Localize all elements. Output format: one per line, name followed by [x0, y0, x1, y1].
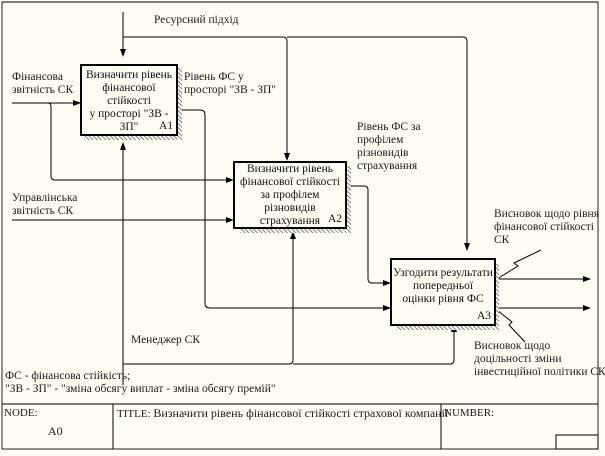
- note-line: "ЗВ - ЗП" - "зміна обсягу виплат - зміна…: [5, 383, 276, 395]
- a1-line: фінансової стійкості: [102, 82, 156, 107]
- note-line: ФС - фінансова стійкість;: [5, 370, 131, 382]
- a2-line: за профілем різновидів: [260, 189, 320, 214]
- notes: ФС - фінансова стійкість; "ЗВ - ЗП" - "з…: [5, 370, 276, 396]
- a1-line: Визначити рівень: [86, 69, 172, 81]
- output2-label: Висновок щодо доцільності зміни інвестиц…: [474, 340, 605, 379]
- a3-shadow-side: [494, 264, 499, 330]
- output2-line: доцільності зміни: [474, 353, 562, 365]
- a2-output-label: Рівень ФС за профілем різновидів страхув…: [357, 121, 421, 173]
- node-label: NODE:: [4, 407, 38, 419]
- a2-shadow: [240, 228, 351, 233]
- a3-id: A3: [476, 310, 491, 322]
- activity-a3[interactable]: Узгодити результати попередньої оцінки р…: [390, 258, 496, 326]
- a3-line: Узгодити результати: [393, 267, 493, 279]
- output1-line: фінансової стійкості: [494, 221, 594, 233]
- input2-line: Управлінська: [12, 192, 78, 204]
- output1-line: СК: [494, 234, 510, 246]
- node-value: A0: [48, 424, 63, 438]
- a1-id: A1: [158, 120, 173, 132]
- mechanism-line: [123, 231, 296, 365]
- output1-squiggle: [496, 249, 542, 280]
- input1-line: звітність СК: [12, 84, 74, 96]
- output1-label: Висновок щодо рівня фінансової стійкості…: [494, 208, 599, 247]
- input1-label: Фінансова звітність СК: [12, 71, 73, 97]
- title-label: TITLE:: [117, 408, 151, 420]
- a2-out-line: різновидів: [357, 147, 409, 159]
- a2-line: фінансової стійкості: [240, 176, 340, 188]
- input1-branch: [47, 102, 234, 183]
- mechanism-label: Менеджер СК: [131, 334, 200, 346]
- a1-shadow: [84, 135, 181, 140]
- title-value: Визначити рівень фінансової стійкості ст…: [153, 406, 449, 420]
- a2-out-line: профілем: [357, 134, 404, 146]
- a3-line: попередньої: [412, 280, 474, 292]
- a2-out-line: Рівень ФС за: [357, 121, 421, 133]
- output2-line: Висновок щодо: [474, 340, 551, 352]
- input1-line: Фінансова: [12, 71, 63, 83]
- mechanism-a3: [293, 324, 457, 365]
- title-block: TITLE: Визначити рівень фінансової стійк…: [117, 407, 448, 421]
- output2-line: інвестиційної політики СК: [474, 366, 605, 378]
- control-label: Ресурсний підхід: [154, 14, 239, 26]
- output2-squiggle: [496, 309, 526, 343]
- a1-out-line: просторі "ЗВ - ЗП": [184, 84, 276, 96]
- activity-a2[interactable]: Визначити рівень фінансової стійкості за…: [233, 161, 347, 229]
- a1-out-line: Рівень ФС у: [184, 71, 244, 83]
- a2-id: A2: [327, 213, 342, 225]
- number-label: NUMBER:: [444, 407, 495, 419]
- a2-out-line: страхування: [357, 160, 418, 172]
- control-branch: [123, 36, 290, 161]
- a1-shadow-side: [177, 68, 182, 140]
- input2-label: Управлінська звітність СК: [12, 192, 77, 218]
- output1-line: Висновок щодо рівня: [494, 208, 599, 220]
- a3-shadow: [396, 325, 499, 330]
- a2-line: Визначити рівень: [247, 163, 333, 175]
- a2-shadow-side: [346, 166, 351, 233]
- a3-line: оцінки рівня ФС: [402, 293, 484, 305]
- a2-output: [347, 185, 391, 286]
- a2-line: страхування: [259, 215, 321, 227]
- a1-output: [177, 109, 391, 311]
- a1-output-label: Рівень ФС у просторі "ЗВ - ЗП": [184, 71, 276, 97]
- a1-line: у просторі "ЗВ - ЗП": [89, 108, 169, 133]
- activity-a1[interactable]: Визначити рівень фінансової стійкості у …: [80, 64, 178, 136]
- input2-line: звітність СК: [12, 205, 74, 217]
- control-branch-a3: [287, 36, 470, 251]
